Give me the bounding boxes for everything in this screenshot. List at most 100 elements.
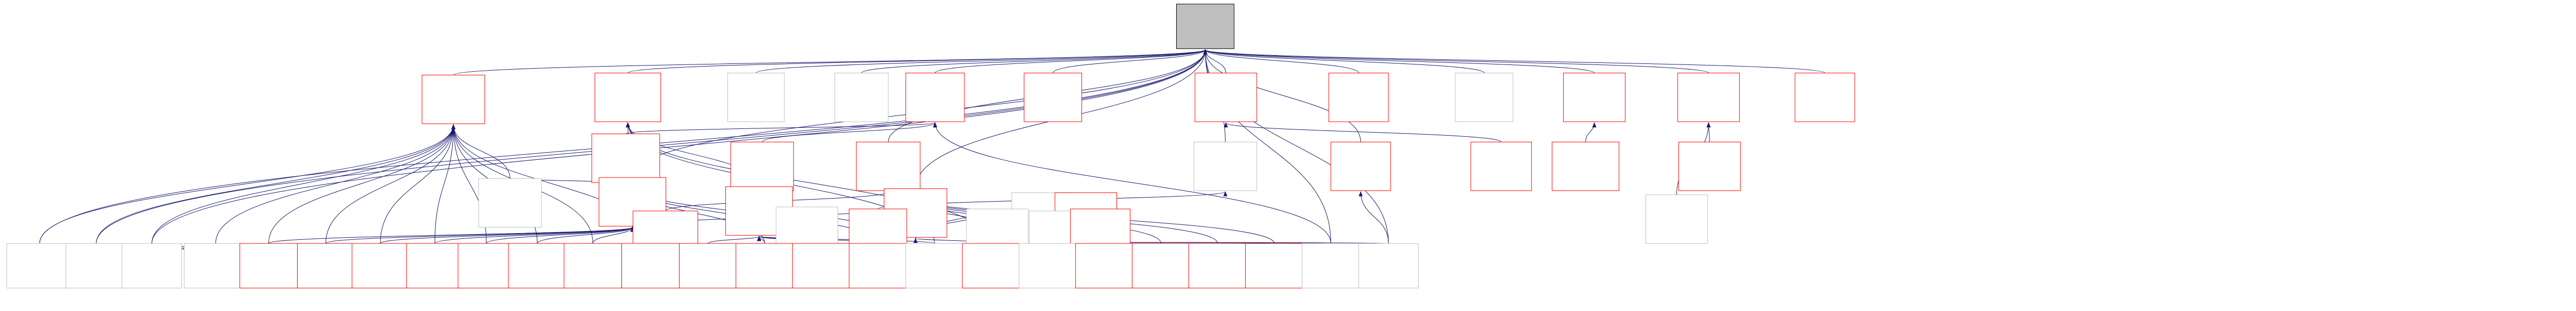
dependency-edge xyxy=(380,124,456,244)
dependency-edge xyxy=(434,124,456,244)
truncated-file-node[interactable] xyxy=(1245,243,1303,289)
file-node[interactable] xyxy=(1019,243,1077,289)
node-box xyxy=(905,243,964,289)
truncated-file-node[interactable] xyxy=(457,243,515,289)
node-box xyxy=(735,243,794,289)
truncated-file-node[interactable] xyxy=(1024,73,1082,122)
truncated-file-node[interactable] xyxy=(1678,141,1741,191)
truncated-file-node[interactable] xyxy=(595,73,662,122)
node-box xyxy=(1024,73,1082,122)
dependency-edge xyxy=(434,226,635,244)
truncated-file-node[interactable] xyxy=(735,243,794,289)
node-box xyxy=(1563,73,1625,122)
node-box xyxy=(905,73,965,122)
file-node[interactable] xyxy=(122,243,182,289)
node-box xyxy=(962,243,1021,289)
node-box xyxy=(6,243,73,289)
truncated-file-node[interactable] xyxy=(730,141,794,191)
file-node[interactable] xyxy=(905,243,964,289)
dependency-edge xyxy=(1585,122,1597,142)
dependency-edge xyxy=(215,124,455,244)
truncated-file-node[interactable] xyxy=(1794,73,1855,122)
node-box xyxy=(564,243,622,289)
truncated-file-node[interactable] xyxy=(1194,73,1257,122)
node-box xyxy=(1245,243,1303,289)
file-node[interactable] xyxy=(6,243,73,289)
truncated-file-node[interactable] xyxy=(1328,73,1389,122)
dependency-edge xyxy=(628,49,1207,74)
node-box xyxy=(457,243,515,289)
file-node[interactable] xyxy=(1645,194,1708,244)
dependency-edge xyxy=(325,226,635,244)
node-box xyxy=(849,243,907,289)
dependency-edge xyxy=(861,49,1208,74)
truncated-file-node[interactable] xyxy=(1188,243,1247,289)
node-box xyxy=(1552,141,1620,191)
truncated-file-node[interactable] xyxy=(1552,141,1620,191)
file-nodes xyxy=(6,4,1855,289)
file-node[interactable] xyxy=(1301,243,1360,289)
node-box xyxy=(65,243,127,289)
truncated-file-node[interactable] xyxy=(1470,141,1532,191)
file-node[interactable] xyxy=(1358,243,1419,289)
dependency-edge xyxy=(625,122,937,135)
node-box xyxy=(421,75,485,124)
truncated-file-node[interactable] xyxy=(421,75,485,124)
file-node[interactable] xyxy=(1193,141,1257,191)
root-file-node[interactable] xyxy=(1176,4,1234,49)
truncated-file-node[interactable] xyxy=(1330,141,1391,191)
file-node[interactable] xyxy=(65,243,127,289)
node-box xyxy=(792,243,851,289)
truncated-file-node[interactable] xyxy=(351,243,409,289)
file-node[interactable] xyxy=(478,178,542,228)
node-box xyxy=(1301,243,1360,289)
node-box xyxy=(1794,73,1855,122)
truncated-file-node[interactable] xyxy=(905,73,965,122)
node-box xyxy=(834,73,889,122)
node-box xyxy=(1455,73,1514,122)
dependency-edge xyxy=(1203,49,1595,74)
node-box xyxy=(1330,141,1391,191)
truncated-file-node[interactable] xyxy=(406,243,464,289)
node-box xyxy=(184,243,247,289)
node-box xyxy=(856,141,921,191)
node-box xyxy=(679,243,737,289)
truncated-file-node[interactable] xyxy=(849,243,907,289)
file-node[interactable] xyxy=(834,73,889,122)
dependency-edge xyxy=(151,124,455,244)
truncated-file-node[interactable] xyxy=(239,243,298,289)
node-box xyxy=(1019,243,1077,289)
node-box xyxy=(122,243,182,289)
dependency-edge xyxy=(933,122,1331,244)
node-box xyxy=(1358,243,1419,289)
truncated-file-node[interactable] xyxy=(1563,73,1625,122)
dependency-edge xyxy=(1203,49,1485,74)
node-box xyxy=(239,243,298,289)
node-box xyxy=(351,243,409,289)
truncated-file-node[interactable] xyxy=(792,243,851,289)
node-box xyxy=(1645,194,1708,244)
dependency-edge xyxy=(453,49,1207,75)
truncated-file-node[interactable] xyxy=(1132,243,1190,289)
truncated-file-node[interactable] xyxy=(679,243,737,289)
truncated-file-node[interactable] xyxy=(856,141,921,191)
node-box xyxy=(1193,141,1257,191)
truncated-file-node[interactable] xyxy=(621,243,680,289)
file-node[interactable] xyxy=(184,243,247,289)
truncated-file-node[interactable] xyxy=(962,243,1021,289)
dependency-edge xyxy=(96,124,455,244)
dependency-edge xyxy=(935,49,1208,74)
node-box xyxy=(1678,141,1741,191)
truncated-file-node[interactable] xyxy=(591,134,660,183)
node-box xyxy=(1075,243,1134,289)
node-box xyxy=(478,178,542,228)
file-node[interactable] xyxy=(727,73,785,122)
truncated-file-node[interactable] xyxy=(1677,73,1740,122)
truncated-file-node[interactable] xyxy=(564,243,622,289)
node-box xyxy=(591,134,660,183)
file-node[interactable] xyxy=(1455,73,1514,122)
truncated-file-node[interactable] xyxy=(1075,243,1134,289)
truncated-file-node[interactable] xyxy=(508,243,567,289)
truncated-file-node[interactable] xyxy=(297,243,354,289)
